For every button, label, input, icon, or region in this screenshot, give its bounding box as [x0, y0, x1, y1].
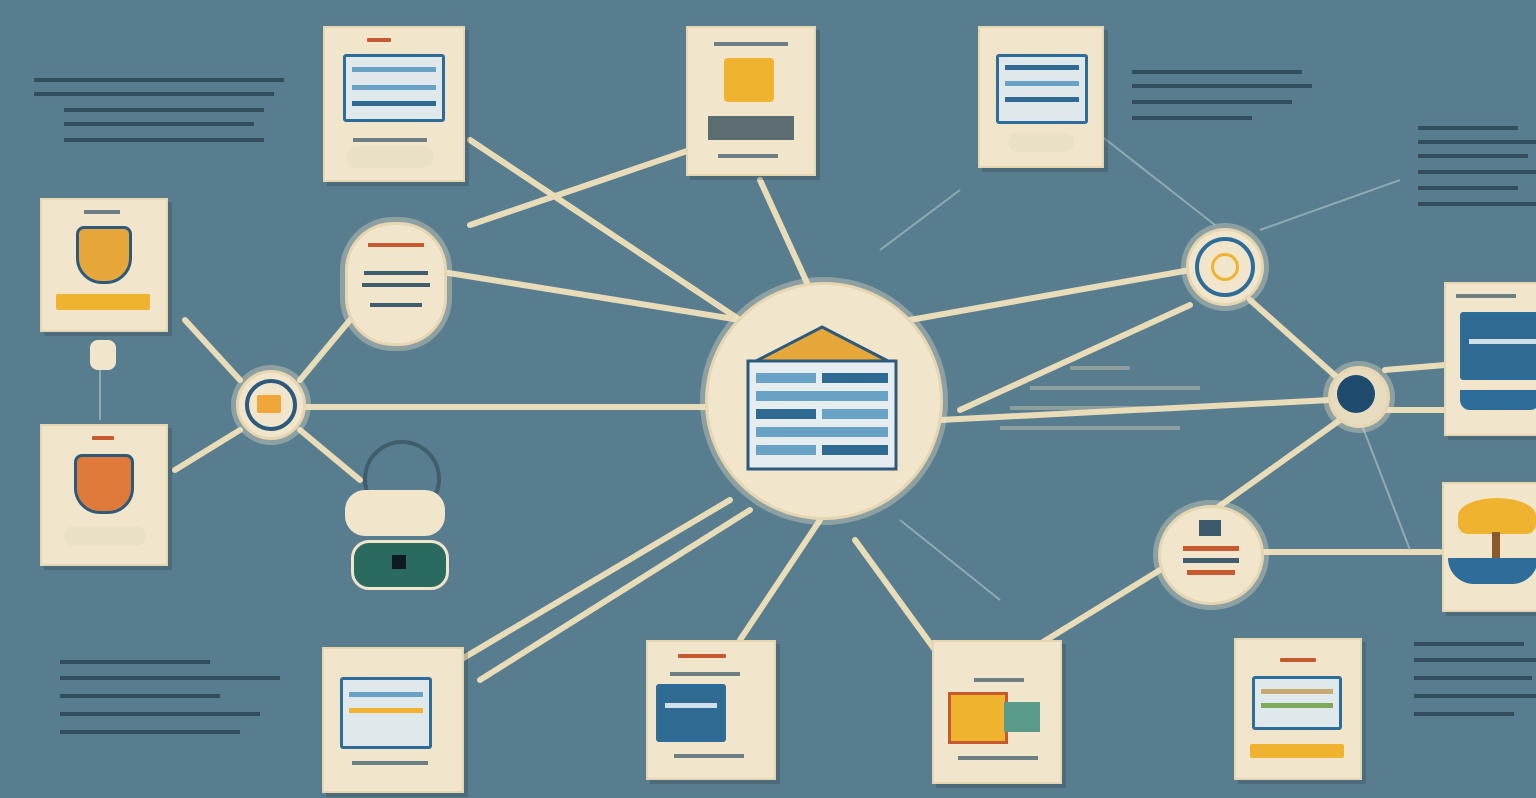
connector-line	[297, 427, 363, 483]
connector-line	[297, 317, 353, 383]
folder-icon	[257, 395, 281, 413]
left-folder-node[interactable]	[236, 370, 306, 440]
tree-card[interactable]	[1442, 482, 1536, 612]
security-card-bottom[interactable]	[40, 424, 168, 566]
cloud-storage-node[interactable]	[345, 440, 450, 590]
reports-card[interactable]	[1444, 282, 1536, 436]
connector-line	[1382, 362, 1448, 373]
folder-icon	[948, 692, 1008, 744]
text-note-top-left	[34, 78, 284, 148]
text-note-middle-right	[1000, 366, 1200, 446]
text-note-far-right	[1418, 126, 1536, 216]
shield-icon	[74, 454, 134, 514]
text-note-bottom-left	[60, 660, 280, 740]
monitor-card-center[interactable]	[646, 640, 776, 780]
login-form-card[interactable]	[323, 26, 465, 182]
connector-line	[457, 497, 733, 663]
connector-line	[467, 137, 743, 323]
right-list-node[interactable]	[1158, 505, 1264, 605]
connector-line	[182, 317, 243, 383]
connector-line	[427, 267, 743, 323]
label-node[interactable]	[345, 222, 447, 346]
connector-line	[477, 507, 753, 683]
right-dark-node[interactable]	[1328, 366, 1390, 428]
analytics-card[interactable]	[1234, 638, 1362, 780]
connector-line	[852, 537, 938, 653]
right-globe-node[interactable]	[1186, 228, 1264, 306]
connector-plug-icon	[90, 340, 116, 370]
connector-line	[1197, 417, 1343, 523]
text-note-bottom-right	[1414, 642, 1536, 722]
central-database-icon	[738, 323, 906, 473]
globe-icon	[1211, 253, 1239, 281]
folder-card[interactable]	[932, 640, 1062, 784]
connector-line	[907, 267, 1193, 323]
text-note-top-right	[1132, 70, 1312, 130]
connector-line	[757, 177, 811, 288]
central-hub[interactable]	[705, 282, 943, 520]
connector-line	[957, 302, 1193, 413]
shield-icon	[76, 226, 132, 284]
monitor-icon	[340, 677, 432, 749]
tree-icon	[1458, 498, 1536, 534]
alert-card[interactable]	[686, 26, 816, 176]
monitor-card-left[interactable]	[322, 647, 464, 793]
connector-line	[172, 427, 243, 473]
connector-line	[737, 517, 823, 643]
security-card-top[interactable]	[40, 198, 168, 332]
connector-line	[1027, 567, 1163, 653]
warning-badge-icon	[724, 58, 774, 102]
connector-line	[467, 147, 693, 228]
connector-line	[937, 397, 1333, 423]
connector-line	[1247, 297, 1343, 383]
dashboard-card[interactable]	[978, 26, 1104, 168]
